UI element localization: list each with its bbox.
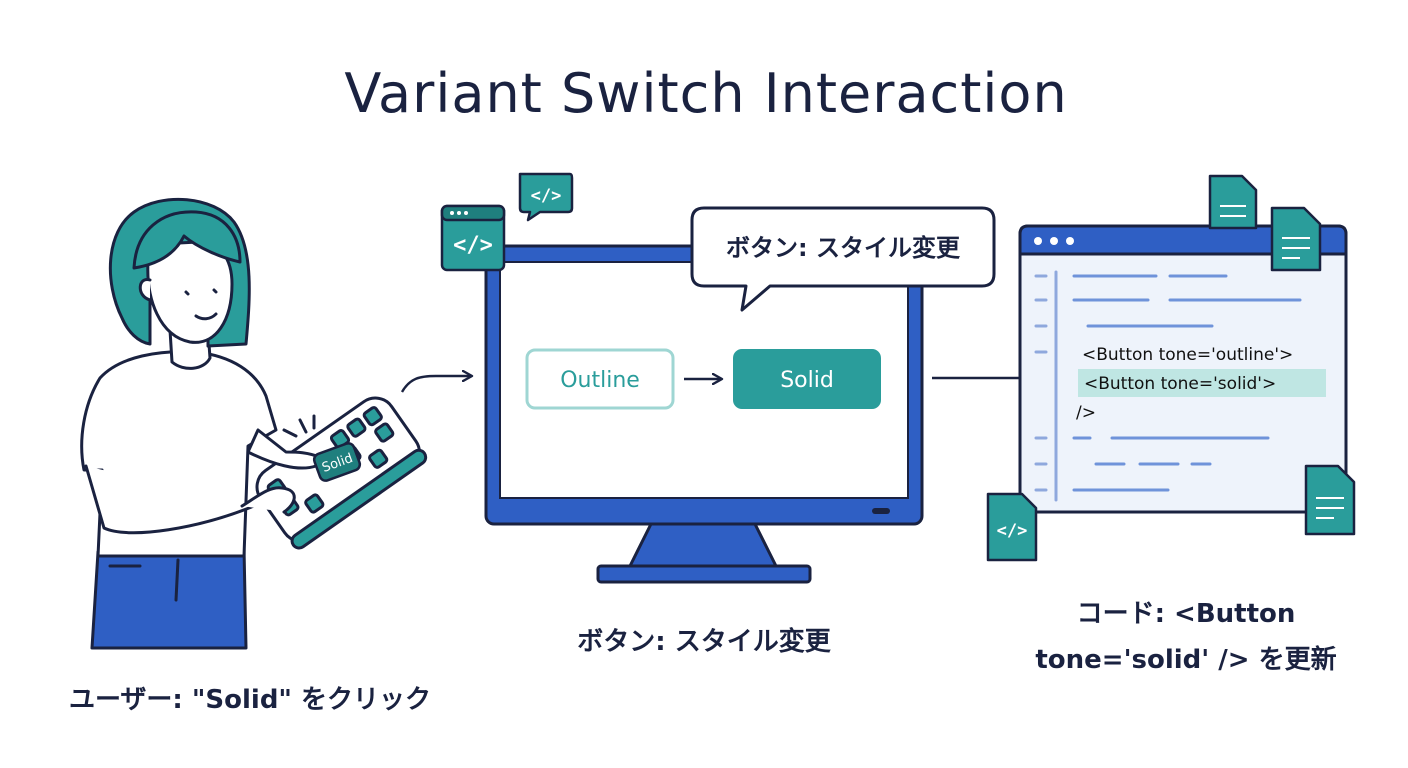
code-editor-window: <Button tone='outline'> <Button tone='so… [1018,224,1348,514]
document-icon [1270,206,1322,272]
code-line-solid: <Button tone='solid'> [1084,374,1276,394]
code-caption-line1: コード: <Button [1077,599,1296,629]
outline-variant-button[interactable]: Outline [525,348,675,410]
arrow-user-to-screen [400,376,472,393]
document-icon [1304,464,1356,536]
user-caption: ユーザー: "Solid" をクリック [69,685,431,715]
user-figure [80,197,428,650]
svg-text:</>: </> [531,186,562,206]
monitor [484,244,924,584]
code-caption-line2: tone='solid' /> を更新 [1035,644,1336,675]
solid-button-label: Solid [780,368,834,393]
diagram-title: Variant Switch Interaction [344,62,1067,125]
bubble-text: ボタン: スタイル変更 [726,234,961,262]
style-change-bubble: ボタン: スタイル変更 [690,206,996,312]
remote-solid-button[interactable]: Solid [312,442,362,483]
document-icon [1208,174,1258,230]
outline-button-label: Outline [560,368,640,393]
browser-code-window-icon: </> [440,204,506,272]
solid-variant-button[interactable]: Solid [733,349,881,409]
code-chat-icon: </> [518,172,574,222]
svg-text:</>: </> [453,233,493,258]
screen-caption: ボタン: スタイル変更 [577,626,831,657]
svg-text:</>: </> [997,521,1028,541]
code-line-close: /> [1076,403,1096,423]
code-line-outline: <Button tone='outline'> [1082,345,1293,365]
code-file-icon: </> [986,492,1038,562]
